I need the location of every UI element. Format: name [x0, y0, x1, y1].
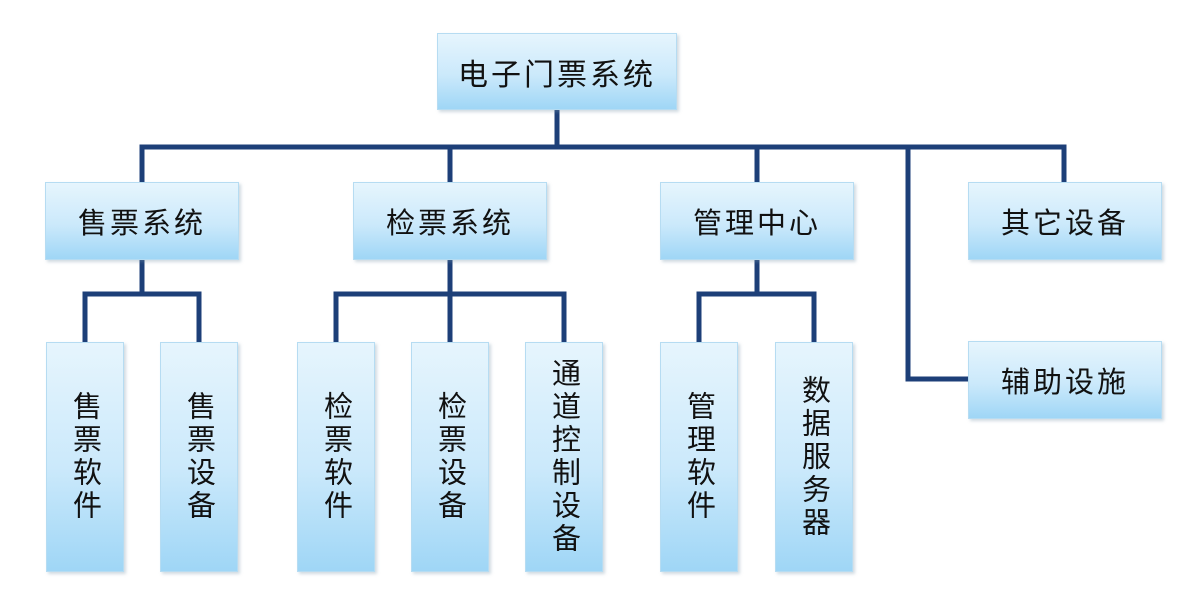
connector-category-5 [905, 144, 971, 382]
leaf-label: 数据服务器 [797, 374, 832, 540]
leaf-management-software: 管理软件 [660, 342, 738, 572]
leaf-label: 管理软件 [682, 391, 717, 523]
connector-group-1-bus [82, 291, 202, 345]
leaf-label: 售票软件 [68, 391, 103, 523]
category-label: 售票系统 [77, 206, 206, 240]
connector-group-3-bus [696, 291, 817, 345]
leaf-ticket-sales-software: 售票软件 [46, 342, 124, 572]
leaf-label: 检票设备 [433, 391, 468, 523]
category-other-equipment: 其它设备 [968, 182, 1162, 260]
category-management-center: 管理中心 [660, 182, 854, 260]
category-label: 辅助设施 [1000, 365, 1129, 399]
category-ticket-checking: 检票系统 [353, 182, 547, 260]
category-ticket-sales: 售票系统 [45, 182, 239, 260]
category-label: 检票系统 [385, 206, 514, 240]
category-label: 其它设备 [1000, 206, 1129, 240]
category-auxiliary-facilities: 辅助设施 [968, 341, 1162, 419]
category-label: 管理中心 [692, 206, 821, 240]
leaf-label: 检票软件 [319, 391, 354, 523]
leaf-label: 售票设备 [182, 391, 217, 523]
root-node: 电子门票系统 [437, 33, 677, 110]
leaf-ticket-check-equipment: 检票设备 [411, 342, 489, 572]
connector-group-2-bus [333, 291, 567, 345]
leaf-gate-control-equipment: 通道控制设备 [525, 342, 603, 572]
leaf-data-server: 数据服务器 [775, 342, 853, 572]
root-label: 电子门票系统 [458, 57, 656, 93]
leaf-ticket-check-software: 检票软件 [297, 342, 375, 572]
leaf-label: 通道控制设备 [547, 358, 582, 556]
leaf-ticket-sales-equipment: 售票设备 [160, 342, 238, 572]
